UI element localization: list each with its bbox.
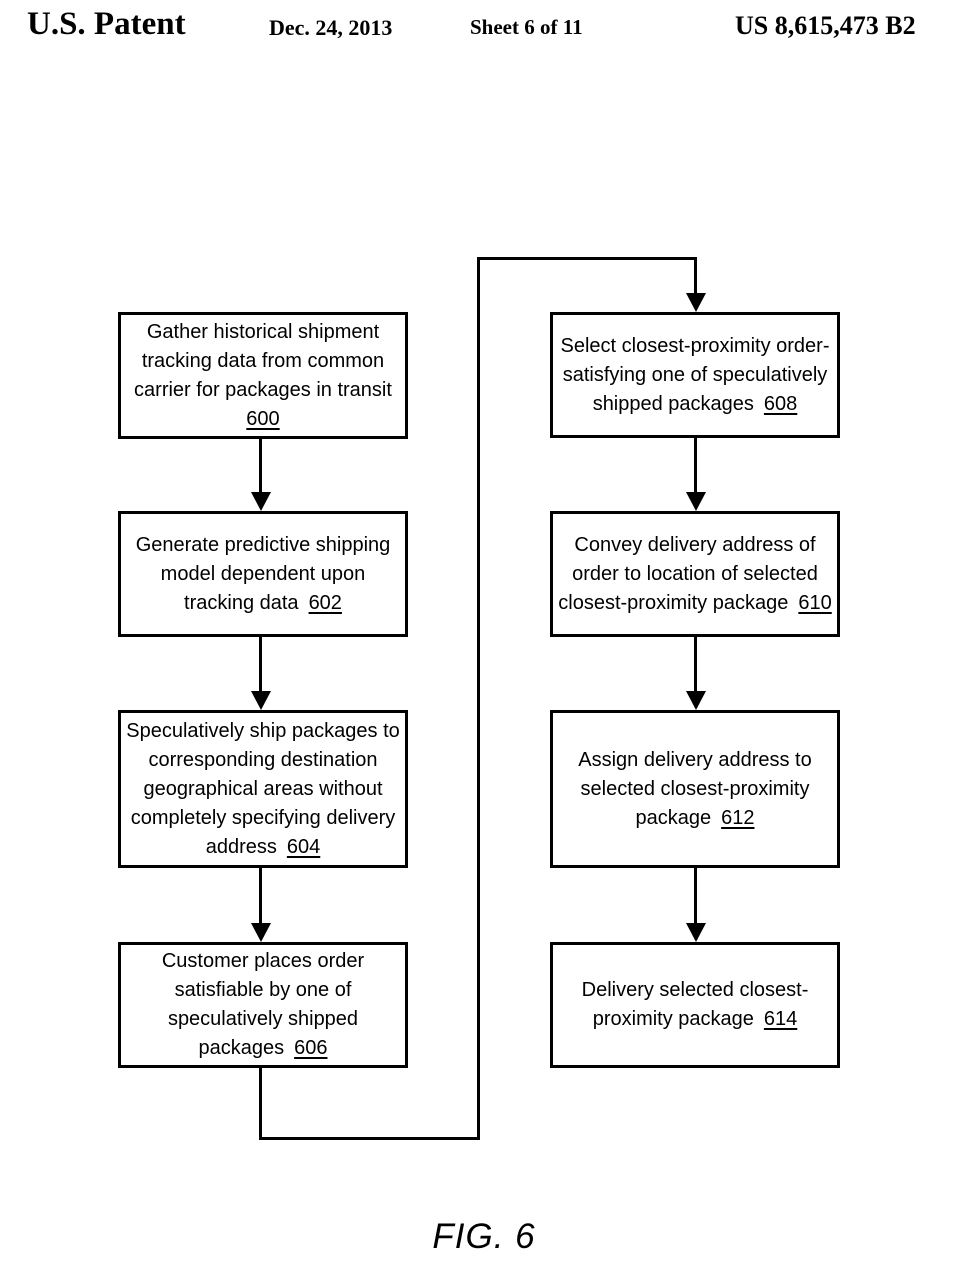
patent-header-number: US 8,615,473 B2 bbox=[735, 11, 916, 40]
flow-box-612-content: Assign delivery address to selected clos… bbox=[578, 746, 811, 833]
connector-600-602-arrowhead-icon bbox=[251, 492, 271, 511]
flow-box-614-content: Delivery selected closest- proximity pac… bbox=[582, 976, 809, 1034]
connector-606-608-arrowhead-icon bbox=[686, 293, 706, 312]
connector-606-608-segment-top bbox=[477, 257, 697, 260]
connector-604-606-line bbox=[259, 868, 262, 924]
patent-header-sheet: Sheet 6 of 11 bbox=[470, 15, 583, 39]
flow-box-610-content: Convey delivery address of order to loca… bbox=[558, 531, 831, 618]
connector-610-612-line bbox=[694, 637, 697, 692]
flow-box-608-text: Select closest-proximity order- satisfyi… bbox=[560, 334, 830, 415]
flow-box-610-text: Convey delivery address of order to loca… bbox=[558, 533, 818, 614]
flow-box-604: Speculatively ship packages to correspon… bbox=[118, 710, 408, 868]
flow-box-606: Customer places order satisfiable by one… bbox=[118, 942, 408, 1068]
flow-box-608: Select closest-proximity order- satisfyi… bbox=[550, 312, 840, 438]
flow-box-606-content: Customer places order satisfiable by one… bbox=[162, 947, 364, 1063]
flow-box-606-text: Customer places order satisfiable by one… bbox=[161, 950, 365, 1059]
flow-box-600-content: Gather historical shipment tracking data… bbox=[134, 318, 392, 434]
flow-box-602-content: Generate predictive shipping model depen… bbox=[136, 531, 391, 618]
connector-608-610-line bbox=[694, 438, 697, 493]
connector-606-608-segment-bottom bbox=[259, 1137, 480, 1140]
flow-box-612-ref: 612 bbox=[721, 806, 755, 829]
flow-box-602-text: Generate predictive shipping model depen… bbox=[135, 533, 391, 614]
flow-box-610: Convey delivery address of order to loca… bbox=[550, 511, 840, 637]
figure-caption: FIG. 6 bbox=[432, 1217, 536, 1256]
flow-box-610-ref: 610 bbox=[798, 591, 832, 614]
patent-header-date: Dec. 24, 2013 bbox=[269, 15, 393, 40]
flow-box-604-content: Speculatively ship packages to correspon… bbox=[126, 717, 400, 862]
flow-box-614-ref: 614 bbox=[763, 1008, 798, 1030]
patent-header-title: U.S. Patent bbox=[27, 6, 186, 42]
flow-box-600: Gather historical shipment tracking data… bbox=[118, 312, 408, 439]
connector-602-604-arrowhead-icon bbox=[251, 691, 271, 710]
flow-box-602: Generate predictive shipping model depen… bbox=[118, 511, 408, 637]
flow-box-608-ref: 608 bbox=[763, 392, 798, 415]
connector-612-614-line bbox=[694, 868, 697, 924]
flow-box-600-ref: 600 bbox=[246, 407, 280, 430]
connector-606-608-segment-down bbox=[259, 1068, 262, 1140]
connector-610-612-arrowhead-icon bbox=[686, 691, 706, 710]
flow-box-600-text: Gather historical shipment tracking data… bbox=[134, 320, 392, 401]
connector-606-608-segment-rise bbox=[477, 257, 480, 1140]
flow-box-602-ref: 602 bbox=[308, 591, 342, 614]
connector-604-606-arrowhead-icon bbox=[251, 923, 271, 942]
flow-box-612: Assign delivery address to selected clos… bbox=[550, 710, 840, 868]
connector-612-614-arrowhead-icon bbox=[686, 923, 706, 942]
flow-box-612-text: Assign delivery address to selected clos… bbox=[578, 748, 812, 829]
connector-600-602-line bbox=[259, 439, 262, 494]
flow-box-608-content: Select closest-proximity order- satisfyi… bbox=[561, 332, 830, 419]
flow-box-604-text: Speculatively ship packages to correspon… bbox=[126, 719, 400, 858]
flow-box-614: Delivery selected closest- proximity pac… bbox=[550, 942, 840, 1068]
flow-box-604-ref: 604 bbox=[286, 835, 321, 858]
connector-602-604-line bbox=[259, 637, 262, 692]
connector-606-608-segment-drop bbox=[694, 257, 697, 295]
connector-608-610-arrowhead-icon bbox=[686, 492, 706, 511]
flow-box-614-text: Delivery selected closest- proximity pac… bbox=[581, 979, 809, 1030]
flow-box-606-ref: 606 bbox=[294, 1037, 328, 1059]
